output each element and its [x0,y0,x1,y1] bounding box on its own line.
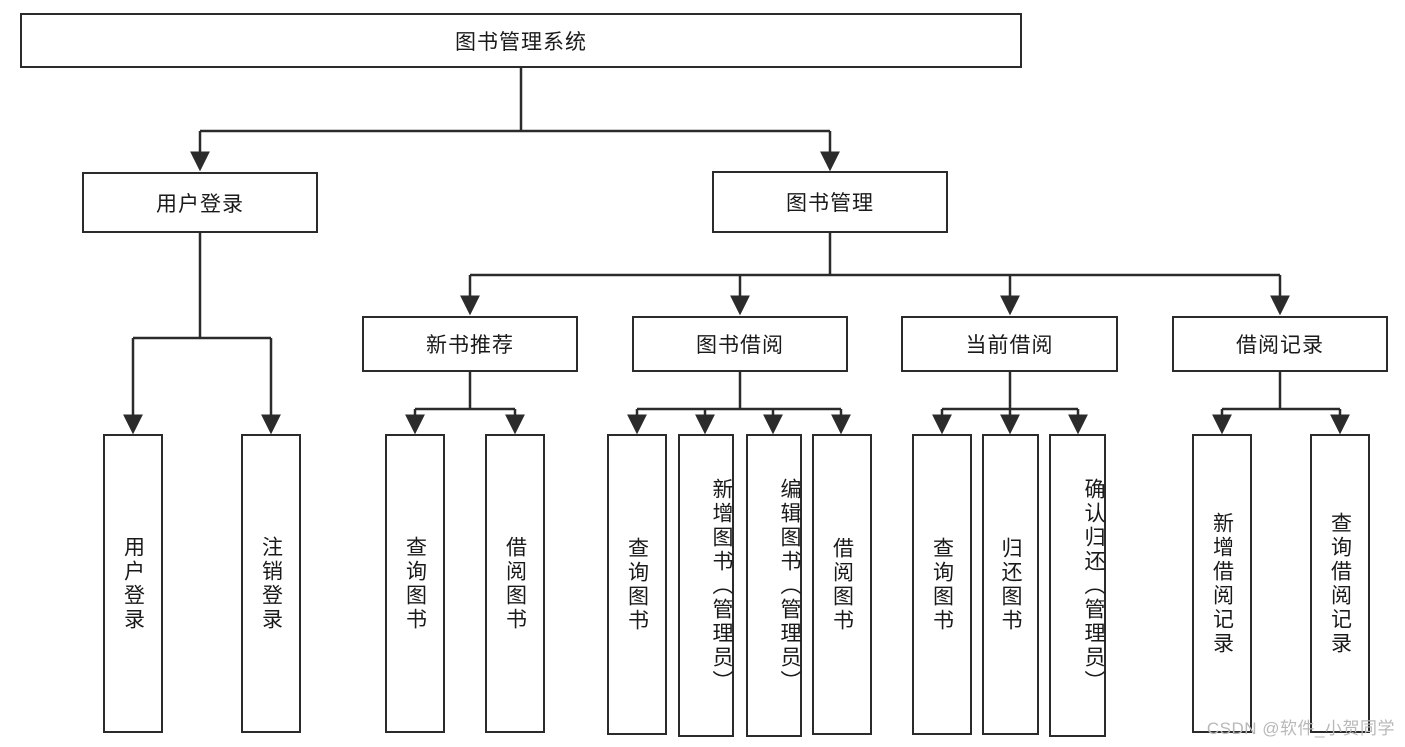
leaf-user-login-logout[interactable]: 注销登录 [241,434,301,733]
leaf-new-book-borrow[interactable]: 借阅图书 [485,434,545,733]
leaf-borrow-record-add[interactable]: 新增借阅记录 [1192,434,1252,733]
node-root[interactable]: 图书管理系统 [20,13,1022,68]
node-book-borrow[interactable]: 图书借阅 [632,316,848,372]
leaf-book-borrow-lend[interactable]: 借阅图书 [812,434,872,735]
node-borrow-record[interactable]: 借阅记录 [1172,316,1388,372]
leaf-book-borrow-edit[interactable]: 编辑图书（管理员） [746,434,802,737]
leaf-borrow-record-query[interactable]: 查询借阅记录 [1310,434,1370,733]
leaf-current-borrow-query[interactable]: 查询图书 [912,434,972,735]
node-book-manage[interactable]: 图书管理 [712,171,948,233]
node-user-login[interactable]: 用户登录 [82,172,318,233]
node-current-borrow[interactable]: 当前借阅 [901,316,1118,372]
leaf-current-borrow-return[interactable]: 归还图书 [982,434,1039,735]
node-new-book-recommend[interactable]: 新书推荐 [362,316,578,372]
leaf-book-borrow-add[interactable]: 新增图书（管理员） [678,434,734,737]
watermark-text: CSDN @软件_小贺同学 [1206,719,1395,738]
leaf-current-borrow-confirm[interactable]: 确认归还（管理员） [1049,434,1106,737]
leaf-new-book-query[interactable]: 查询图书 [385,434,445,733]
leaf-user-login-login[interactable]: 用户登录 [103,434,163,733]
leaf-book-borrow-query[interactable]: 查询图书 [607,434,667,735]
